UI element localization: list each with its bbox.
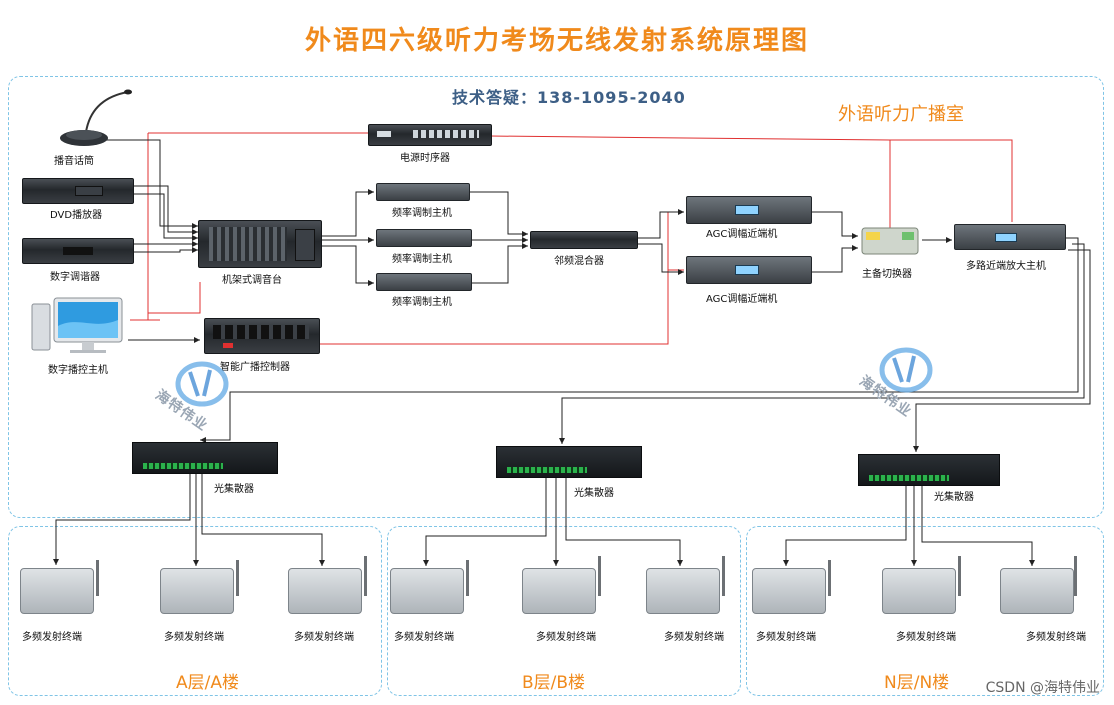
terminal-b2-label: 多频发射终端 (536, 632, 596, 643)
antenna-icon (722, 556, 725, 596)
antenna-icon (1074, 556, 1077, 596)
power-sequencer-label: 电源时序器 (400, 153, 450, 164)
dvd-player-label: DVD播放器 (50, 210, 103, 221)
floor-b-label: B层/B楼 (522, 673, 586, 693)
floor-a-label: A层/A楼 (176, 673, 239, 693)
brand-logo-right: 海特伟业 (850, 340, 960, 426)
microphone-label: 播音话筒 (54, 156, 94, 167)
terminal-a2-label: 多频发射终端 (164, 632, 224, 643)
mixer-label: 机架式调音台 (222, 275, 282, 286)
modulator-3-device (376, 273, 472, 291)
antenna-icon (236, 560, 239, 596)
amplifier-label: 多路近端放大主机 (966, 261, 1046, 272)
terminal-a3-device (288, 568, 362, 614)
splitter-n-label: 光集散器 (934, 492, 974, 503)
terminal-n1-device (752, 568, 826, 614)
agc-1-device (686, 196, 812, 224)
antenna-icon (364, 556, 367, 596)
amplifier-device (954, 224, 1066, 250)
modulator-1-device (376, 183, 470, 201)
modulator-3-label: 频率调制主机 (392, 297, 452, 308)
power-sequencer-device (368, 124, 492, 146)
terminal-n1-label: 多频发射终端 (756, 632, 816, 643)
splitter-b-device (496, 446, 642, 478)
room-label: 外语听力广播室 (838, 104, 964, 125)
floor-n-label: N层/N楼 (884, 673, 950, 693)
antenna-icon (958, 556, 961, 596)
mixer-device (198, 220, 322, 268)
terminal-a3-label: 多频发射终端 (294, 632, 354, 643)
terminal-n3-label: 多频发射终端 (1026, 632, 1086, 643)
combiner-label: 邻频混合器 (554, 256, 604, 267)
terminal-b1-label: 多频发射终端 (394, 632, 454, 643)
agc-2-device (686, 256, 812, 284)
digital-tuner-label: 数字调谐器 (50, 272, 100, 283)
controller-label: 智能广播控制器 (220, 362, 290, 373)
modulator-2-label: 频率调制主机 (392, 254, 452, 265)
terminal-b3-label: 多频发射终端 (664, 632, 724, 643)
terminal-a1-label: 多频发射终端 (22, 632, 82, 643)
source-watermark: CSDN @海特伟业 (985, 680, 1100, 696)
floor-a-region (8, 526, 382, 696)
controller-device (204, 318, 320, 354)
computer-device (30, 296, 130, 354)
terminal-a2-device (160, 568, 234, 614)
splitter-n-device (858, 454, 1000, 486)
microphone-device (56, 88, 136, 148)
terminal-n3-device (1000, 568, 1074, 614)
combiner-device (530, 231, 638, 249)
brand-logo-left: 海特伟业 (146, 356, 256, 442)
agc-2-label: AGC调幅近端机 (706, 294, 778, 305)
floor-b-region (387, 526, 741, 696)
agc-1-label: AGC调幅近端机 (706, 229, 778, 240)
terminal-n2-device (882, 568, 956, 614)
splitter-a-device (132, 442, 278, 474)
computer-label: 数字播控主机 (48, 365, 108, 376)
antenna-icon (466, 560, 469, 596)
diagram-title: 外语四六级听力考场无线发射系统原理图 (304, 26, 809, 56)
terminal-b1-device (390, 568, 464, 614)
modulator-2-device (376, 229, 472, 247)
antenna-icon (598, 556, 601, 596)
terminal-a1-device (20, 568, 94, 614)
antenna-icon (96, 560, 99, 596)
terminal-n2-label: 多频发射终端 (896, 632, 956, 643)
dvd-player-device (22, 178, 134, 204)
modulator-1-label: 频率调制主机 (392, 208, 452, 219)
support-hotline: 技术答疑：138-1095-2040 (452, 88, 686, 107)
terminal-b2-device (522, 568, 596, 614)
digital-tuner-device (22, 238, 134, 264)
antenna-icon (828, 560, 831, 596)
terminal-b3-device (646, 568, 720, 614)
switcher-device (858, 224, 922, 258)
splitter-b-label: 光集散器 (574, 488, 614, 499)
splitter-a-label: 光集散器 (214, 484, 254, 495)
switcher-label: 主备切换器 (862, 269, 912, 280)
floor-n-region (746, 526, 1104, 696)
